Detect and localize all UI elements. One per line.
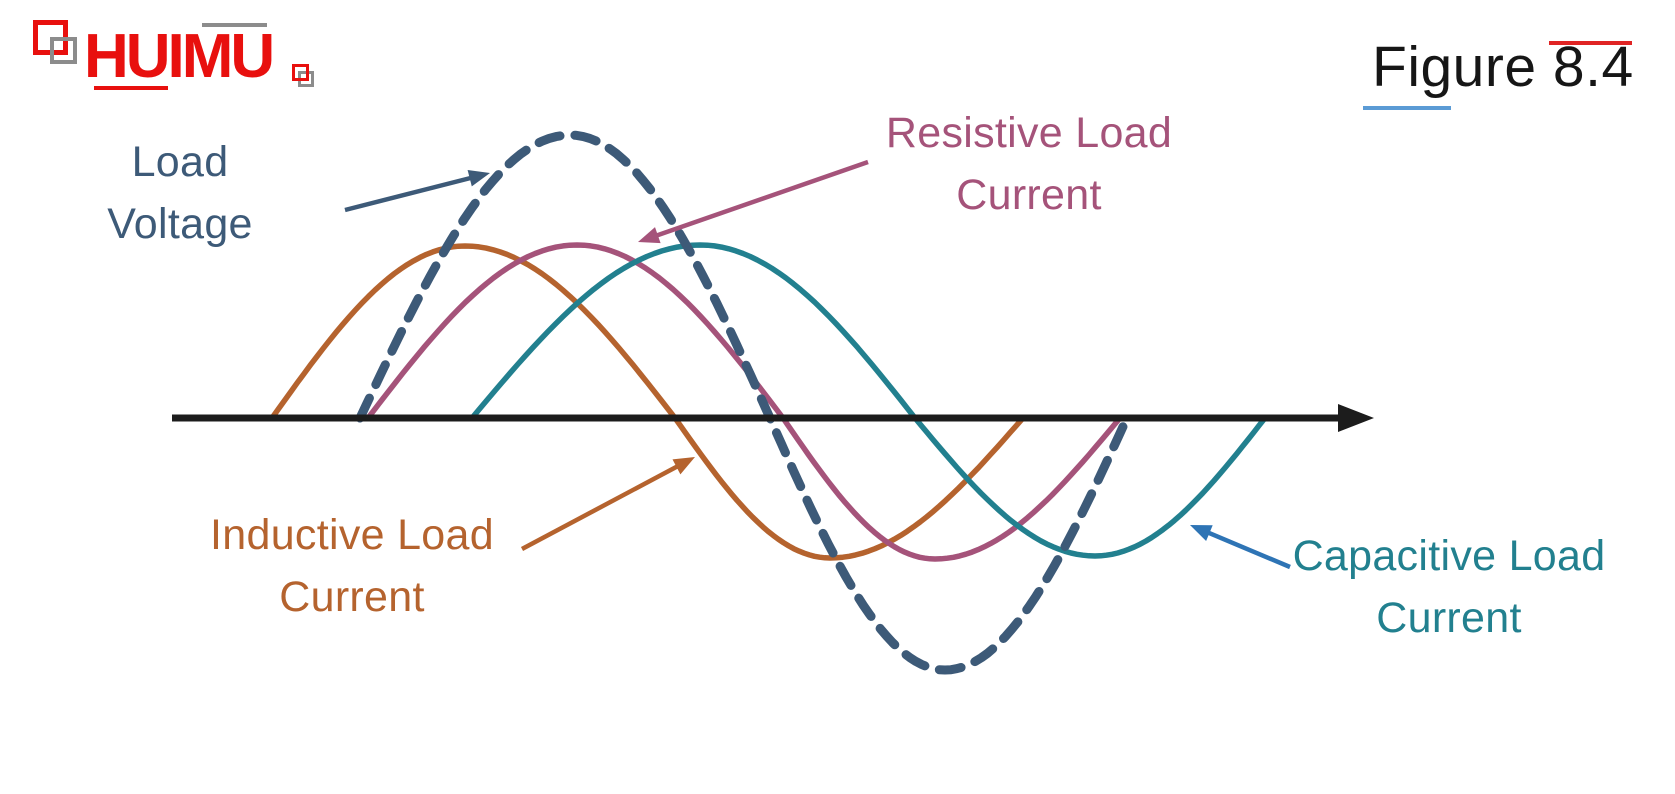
capacitive-label-line2: Current xyxy=(1376,594,1522,642)
inductive-label-line2: Current xyxy=(279,573,425,621)
load-voltage-label-line2: Voltage xyxy=(107,200,253,248)
inductive-arrow-line xyxy=(520,462,682,551)
resistive-load-current-label: Resistive Load Current xyxy=(819,102,1239,226)
capacitive-load-current-label: Capacitive Load Current xyxy=(1239,525,1659,649)
capacitive-arrowhead-icon xyxy=(1190,525,1213,541)
logo-gray-square-icon xyxy=(50,37,77,64)
load-voltage-label: Load Voltage xyxy=(30,131,330,255)
load_voltage-arrowhead-icon xyxy=(467,170,490,187)
annotation-arrows-layer xyxy=(344,159,1291,570)
inductive-arrowhead-icon xyxy=(672,457,695,475)
figure-label-overline xyxy=(1549,41,1632,45)
capacitive-arrow-line xyxy=(1203,529,1291,570)
resistive-arrowhead-icon xyxy=(638,227,661,244)
huimu-logo: HUIMU xyxy=(0,0,340,110)
inductive-label-line1: Inductive Load xyxy=(210,511,494,559)
load-voltage-label-line1: Load xyxy=(131,138,229,186)
logo-small-red-square-icon xyxy=(292,64,309,81)
load_voltage-arrow-line xyxy=(344,174,476,213)
logo-underline-rule xyxy=(94,86,168,90)
inductive-load-current-label: Inductive Load Current xyxy=(142,504,562,628)
resistive-label-line2: Current xyxy=(956,171,1102,219)
x-axis-arrowhead-icon xyxy=(1338,404,1374,432)
figure-number-label: Figure 8.4 xyxy=(1372,35,1634,99)
logo-text: HUIMU xyxy=(84,22,275,91)
figure-label-underline xyxy=(1363,106,1451,110)
resistive-arrow-line xyxy=(652,159,869,239)
logo-top-rule xyxy=(202,23,267,27)
resistive-label-line1: Resistive Load xyxy=(885,109,1173,157)
capacitive-curve xyxy=(469,242,1268,559)
capacitive-label-line1: Capacitive Load xyxy=(1292,532,1606,580)
